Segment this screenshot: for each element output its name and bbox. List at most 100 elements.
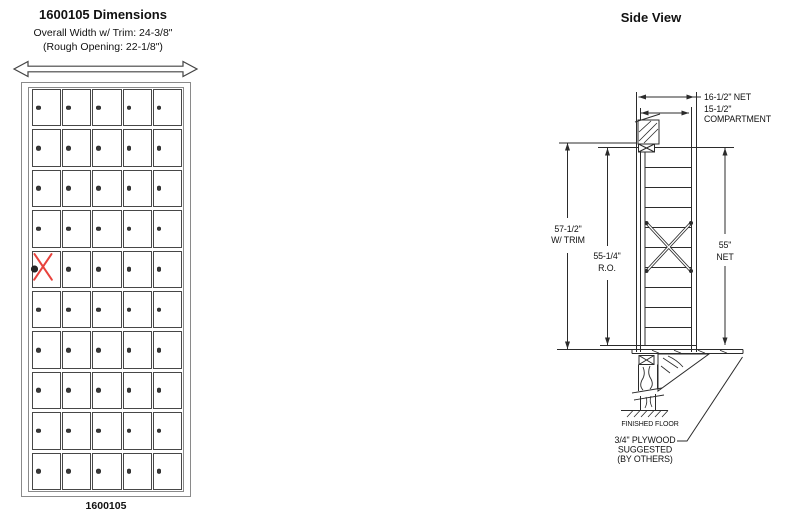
lock-icon (96, 347, 101, 353)
lock-icon (66, 388, 71, 393)
lock-icon (156, 105, 162, 110)
door-cell (92, 452, 122, 490)
lock-icon (66, 105, 71, 110)
ground-hatch (621, 410, 669, 418)
lock-icon (156, 307, 162, 312)
lock-icon (36, 388, 41, 393)
lock-icon (126, 186, 132, 191)
compartment-label-line2: COMPARTMENT (704, 114, 772, 124)
lock-icon (36, 347, 41, 353)
door-cell (32, 89, 62, 127)
door-cell (62, 331, 92, 369)
side-view-title: Side View (620, 10, 682, 25)
lock-icon (156, 347, 162, 353)
lock-icon (96, 428, 101, 434)
shelf-lines (645, 167, 692, 328)
ro-height-label-line2: R.O. (598, 263, 616, 273)
finished-floor-label: FINISHED FLOOR (621, 421, 678, 428)
plywood-shelf (557, 345, 744, 354)
side-view-drawing: 16-1/2" NET 15-1/2" COMPARTMENT 57-1/2" … (551, 92, 772, 464)
door-cell (152, 291, 182, 329)
overall-width-label: Overall Width w/ Trim: 24-3/8" (33, 27, 173, 39)
door-cell (122, 89, 152, 127)
lock-icon (96, 105, 101, 110)
compartment-label-line1: 15-1/2" (704, 104, 731, 114)
rough-opening-label: (Rough Opening: 22-1/8") (43, 41, 163, 53)
lock-icon (156, 267, 162, 272)
lock-icon (156, 428, 162, 434)
lock-icon (126, 469, 132, 474)
lock-icon (126, 307, 132, 312)
door-cell (152, 89, 182, 127)
door-cell (122, 412, 152, 450)
lock-icon (126, 105, 132, 110)
door-cell (92, 412, 122, 450)
lock-icon (36, 186, 41, 191)
cabinet-trim-frame (28, 87, 184, 492)
door-cell (62, 129, 92, 167)
x-brace (644, 221, 693, 273)
trim-height-label-line1: 57-1/2" (554, 224, 581, 234)
door-cell (92, 371, 122, 410)
lock-icon (156, 469, 162, 474)
door-cell (62, 169, 92, 208)
lock-icon (36, 307, 41, 312)
door-cell (62, 89, 92, 127)
front-view-title: 1600105 Dimensions (39, 7, 167, 22)
door-cell (122, 331, 152, 369)
door-cell (32, 371, 62, 410)
lock-icon (96, 186, 101, 191)
support-gusset (657, 353, 711, 392)
door-cell (92, 291, 122, 329)
plywood-note-line2: SUGGESTED (618, 445, 672, 455)
door-cell (62, 452, 92, 490)
door-cell (32, 412, 62, 450)
lock-icon (36, 145, 41, 151)
lock-icon (66, 428, 71, 434)
lock-icon (156, 186, 162, 191)
door-cell (62, 291, 92, 329)
lock-icon (66, 307, 71, 312)
lock-icon (66, 226, 71, 232)
lock-icon (126, 388, 132, 393)
lock-icon (96, 307, 101, 312)
ro-height-label-line1: 55-1/4" (593, 251, 620, 261)
lock-icon (126, 267, 132, 272)
door-cell (62, 210, 92, 248)
door-cell (92, 169, 122, 208)
door-cell (122, 250, 152, 288)
door-cell (122, 129, 152, 167)
lock-icon (96, 145, 101, 151)
lock-icon (66, 347, 71, 353)
door-cell (92, 210, 122, 248)
cabinet-front-view (21, 82, 191, 497)
door-grid (30, 89, 182, 490)
door-cell (122, 371, 152, 410)
lock-icon (126, 145, 132, 151)
lock-icon (96, 469, 101, 474)
door-cell (152, 169, 182, 208)
plywood-leader-line (677, 356, 743, 442)
plywood-note-line3: (BY OTHERS) (617, 454, 673, 464)
door-cell (152, 452, 182, 490)
lock-icon (66, 469, 71, 474)
door-cell (62, 371, 92, 410)
top-blocking-detail (634, 113, 661, 153)
door-cell (32, 291, 62, 329)
door-cell (62, 250, 92, 288)
trim-height-label-line2: W/ TRIM (551, 235, 585, 245)
door-cell (122, 452, 152, 490)
door-cell (92, 331, 122, 369)
door-cell (92, 89, 122, 127)
plywood-note-line1: 3/4" PLYWOOD (615, 435, 676, 445)
door-cell (152, 331, 182, 369)
door-cell (122, 169, 152, 208)
door-cell (92, 250, 122, 288)
lock-icon (36, 226, 41, 232)
net-height-label-line1: 55" (719, 240, 732, 250)
lock-icon (96, 226, 101, 232)
door-cell (30, 250, 62, 288)
lock-icon (30, 265, 38, 273)
door-cell (32, 129, 62, 167)
